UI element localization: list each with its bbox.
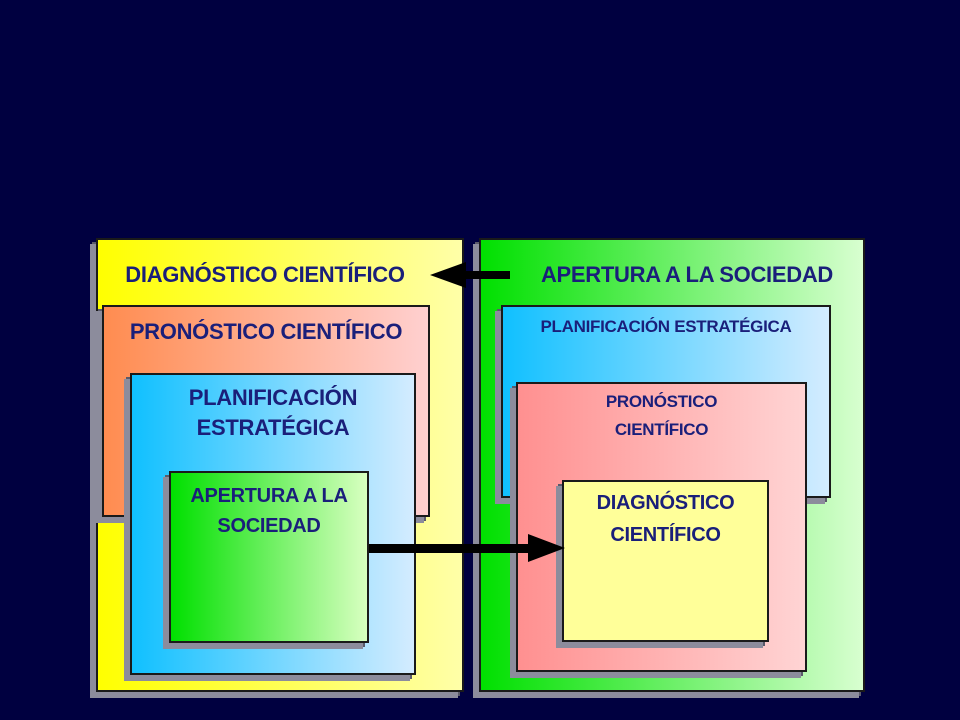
left-planificacion-label-2: ESTRATÉGICA [196, 415, 350, 440]
right-diagnostico-label-1: DIAGNÓSTICO [596, 492, 735, 514]
right-planificacion-label: PLANIFICACIÓN ESTRATÉGICA [540, 317, 792, 336]
left-apertura-label-1: APERTURA A LA [190, 485, 348, 507]
bottom-arrow [369, 534, 565, 562]
right-pronostico-label-1: PRONÓSTICO [605, 392, 718, 411]
left-apertura-box: APERTURA A LA SOCIEDAD [169, 471, 369, 643]
right-panel-title: APERTURA A LA SOCIEDAD [540, 262, 834, 287]
left-apertura-label-2: SOCIEDAD [217, 515, 321, 537]
right-diagnostico-label-2: CIENTÍFICO [610, 524, 721, 546]
right-diagnostico-box: DIAGNÓSTICO CIENTÍFICO [562, 480, 769, 642]
left-planificacion-label-1: PLANIFICACIÓN [188, 385, 358, 410]
left-pronostico-label: PRONÓSTICO CIENTÍFICO [129, 319, 403, 344]
left-panel-title: DIAGNÓSTICO CIENTÍFICO [125, 262, 405, 287]
right-pronostico-label-2: CIENTÍFICO [614, 420, 709, 439]
top-arrow [430, 262, 510, 288]
